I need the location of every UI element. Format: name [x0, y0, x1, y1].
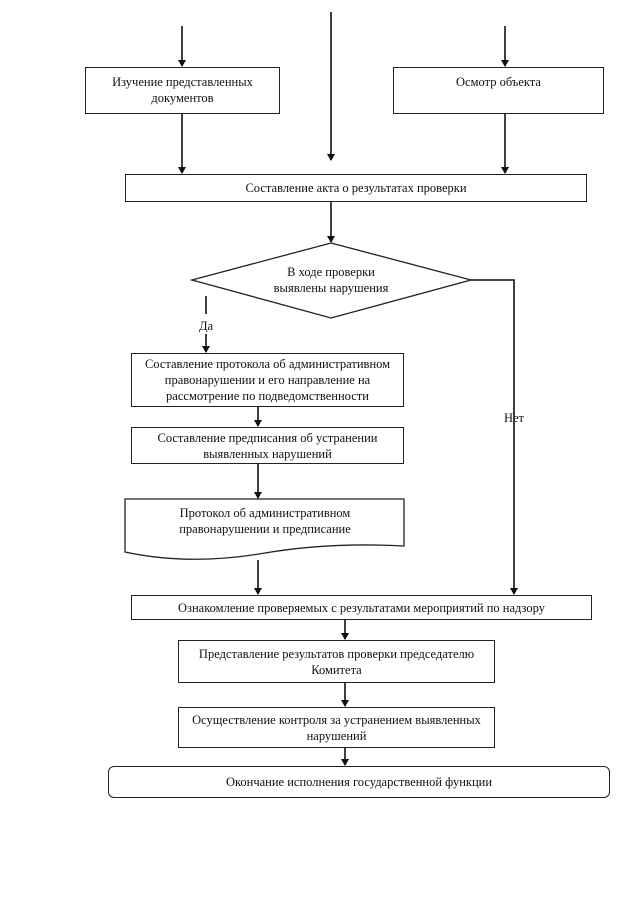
inspect-object-box: Осмотр объекта [393, 67, 604, 114]
familiarize-text: Ознакомление проверяемых с результатами … [178, 600, 545, 615]
document-shape [124, 498, 405, 560]
order-text: Составление предписания об устранении вы… [157, 430, 378, 461]
study-docs-box: Изучение представленных документов [85, 67, 280, 114]
present-text: Представление результатов проверки предс… [198, 646, 475, 677]
study-docs-text: Изучение представленных документов [112, 75, 253, 105]
document-text: Протокол об административном правонаруше… [179, 506, 351, 536]
inspect-object-text: Осмотр объекта [456, 75, 541, 89]
protocol-box: Составление протокола об административно… [131, 353, 404, 407]
present-box: Представление результатов проверки предс… [178, 640, 495, 683]
end-box: Окончание исполнения государственной фун… [108, 766, 610, 798]
protocol-text: Составление протокола об административно… [144, 357, 391, 403]
control-text: Осуществление контроля за устранением вы… [192, 712, 481, 743]
yes-label: Да [198, 319, 214, 333]
familiarize-box: Ознакомление проверяемых с результатами … [131, 595, 592, 620]
order-box: Составление предписания об устранении вы… [131, 427, 404, 464]
end-text: Окончание исполнения государственной фун… [225, 775, 493, 789]
arrow-no-branch [471, 279, 518, 595]
act-text: Составление акта о результатах проверки [245, 181, 467, 195]
decision-text: В ходе проверки выявлены нарушения [273, 265, 389, 295]
decision-diamond [189, 242, 474, 319]
act-box: Составление акта о результатах проверки [125, 174, 587, 202]
no-label: Нет [503, 411, 525, 425]
control-box: Осуществление контроля за устранением вы… [178, 707, 495, 748]
